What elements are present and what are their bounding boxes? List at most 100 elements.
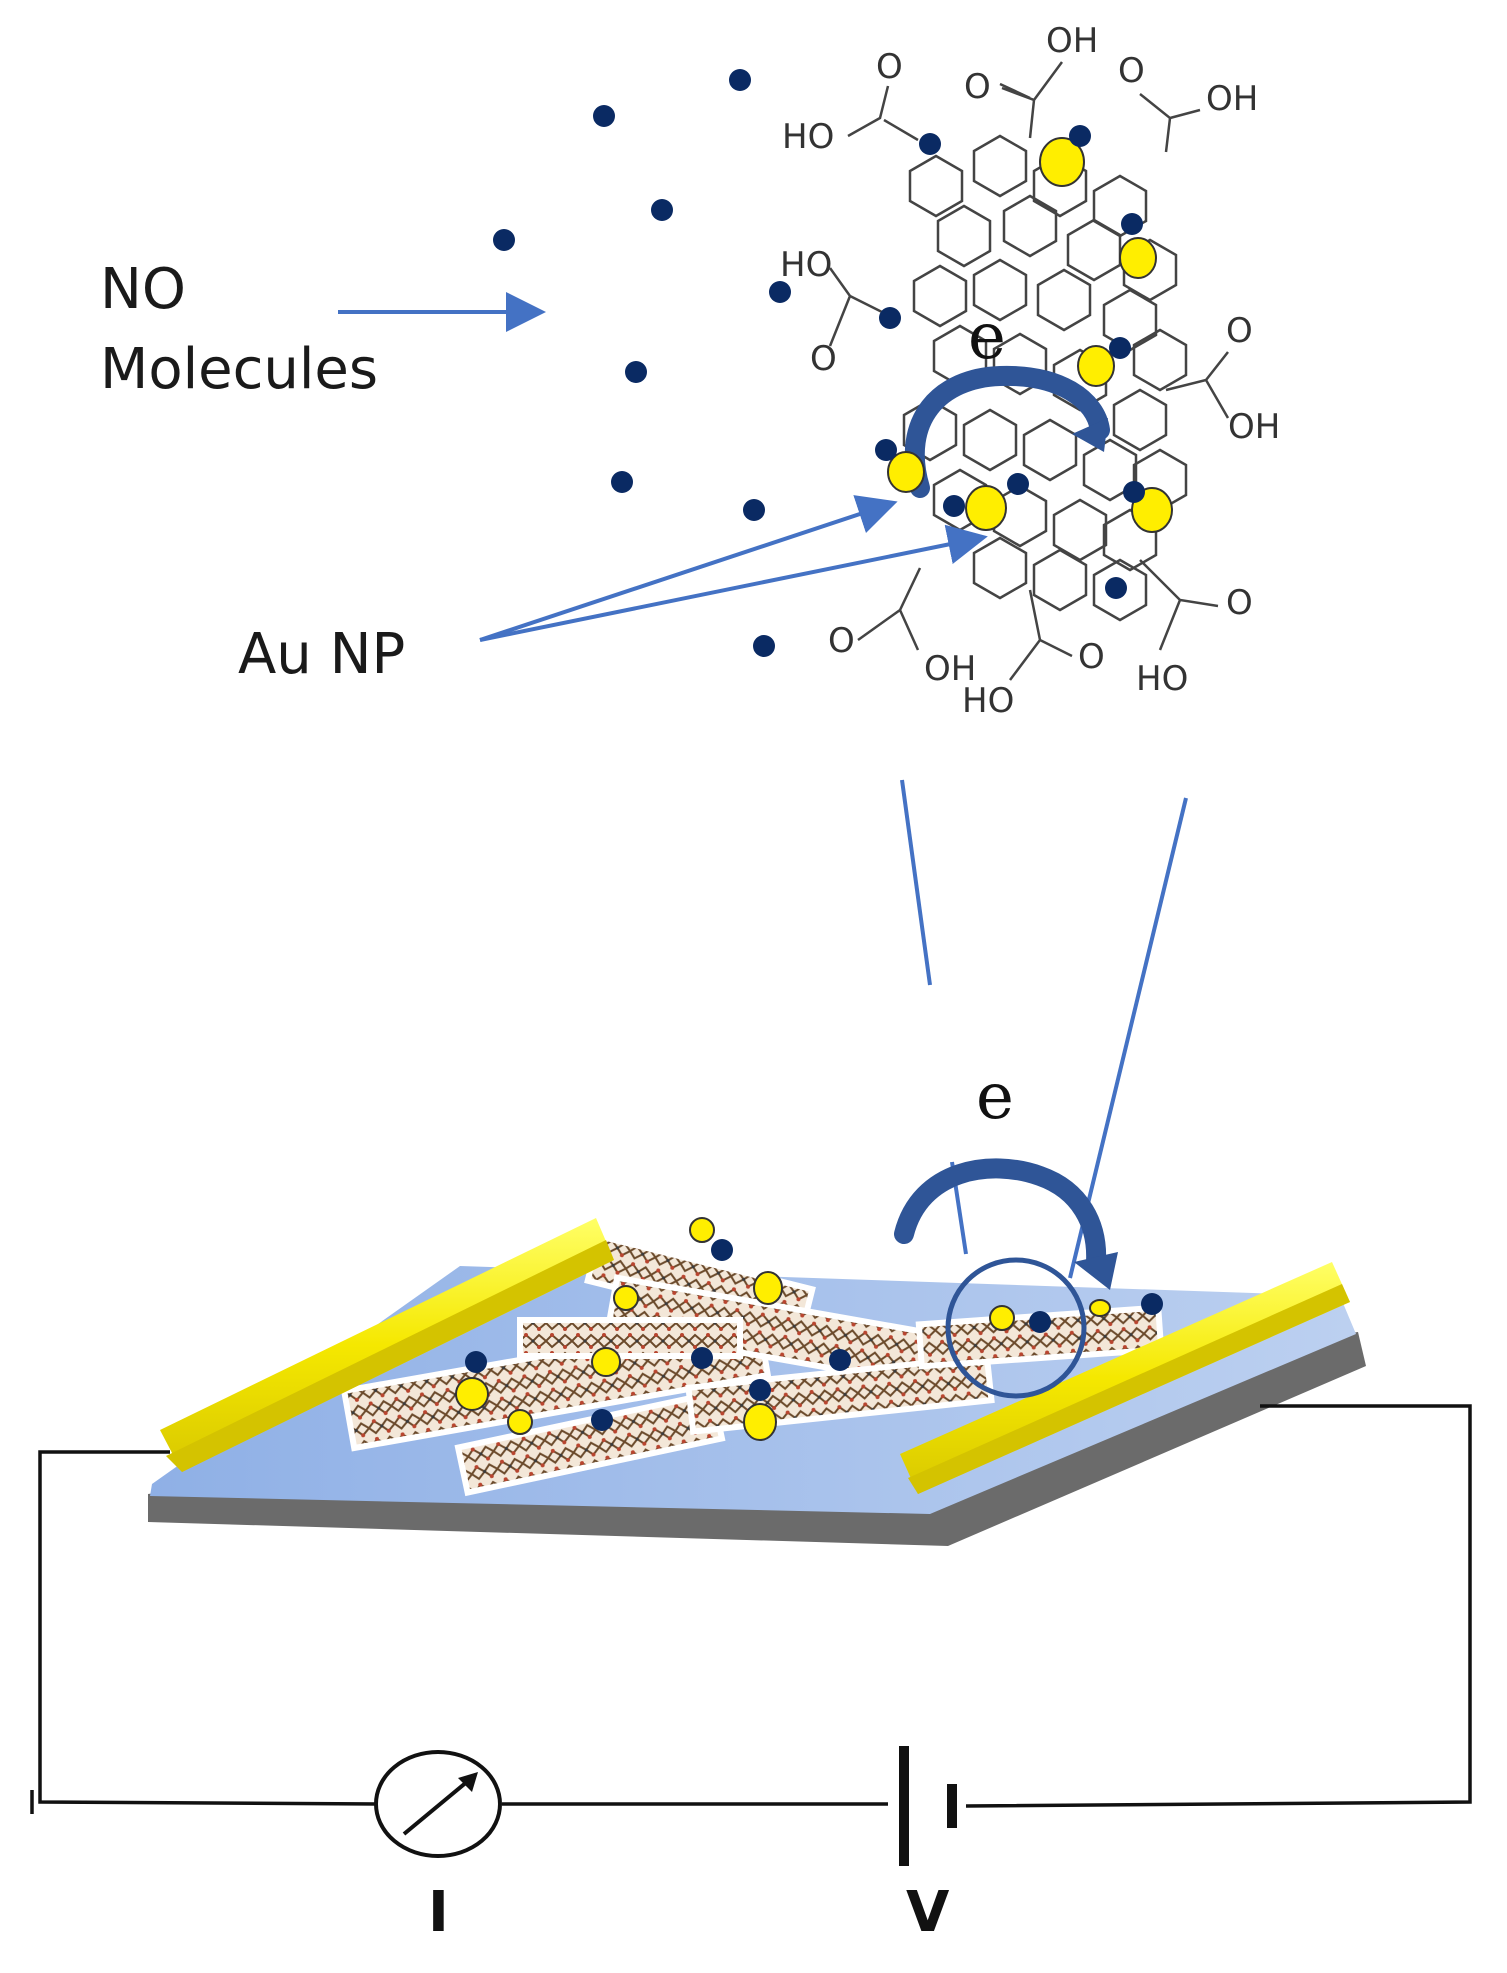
no-molecules xyxy=(493,69,1145,657)
aromatic-ring xyxy=(972,536,1028,600)
no-molecule xyxy=(749,1379,771,1401)
ammeter xyxy=(374,1750,502,1858)
no-molecule xyxy=(1029,1311,1051,1333)
gold-nanoparticle xyxy=(989,1305,1015,1331)
no-molecule xyxy=(593,105,615,127)
aromatic-ring xyxy=(1032,154,1088,218)
group-ml-ho: HO xyxy=(780,245,832,285)
no-molecule xyxy=(1121,213,1143,235)
no-molecule xyxy=(1109,337,1131,359)
circuit xyxy=(30,1404,1472,1814)
no-molecule xyxy=(465,1351,487,1373)
group-tl-ho: HO xyxy=(782,117,834,157)
gold-nanoparticle xyxy=(1089,1299,1111,1317)
no-molecule xyxy=(591,1409,613,1431)
au-np-label: Au NP xyxy=(238,622,406,687)
no-molecule xyxy=(829,1349,851,1371)
aromatic-ring xyxy=(1052,498,1108,562)
no-molecule xyxy=(743,499,765,521)
no-molecule xyxy=(493,229,515,251)
gold-nanoparticle xyxy=(591,1347,621,1377)
wire-right xyxy=(965,1404,1472,1808)
group-tc-o: O xyxy=(964,67,991,107)
gold-nanoparticle xyxy=(613,1285,639,1311)
voltage-label: V xyxy=(906,1880,950,1945)
group-mr-oh: OH xyxy=(1228,407,1280,447)
gold-nanoparticle xyxy=(887,451,925,493)
electron-transfer-arrow-top xyxy=(904,365,1110,498)
no-molecule xyxy=(1069,125,1091,147)
group-tr-oh: OH xyxy=(1206,79,1258,119)
aromatic-ring xyxy=(936,204,992,268)
no-molecule xyxy=(729,69,751,91)
no-molecule xyxy=(943,495,965,517)
gold-nanoparticle xyxy=(689,1217,715,1243)
group-bl-o: O xyxy=(828,621,855,661)
au-np-arrow-2 xyxy=(479,524,988,642)
electron-transfer-arrow-bottom xyxy=(894,1158,1107,1272)
no-molecule xyxy=(1105,577,1127,599)
group-br-ho: HO xyxy=(1136,659,1188,699)
no-molecule xyxy=(711,1239,733,1261)
wire-left xyxy=(38,1450,379,1806)
carbon-nanotube-network xyxy=(340,1232,1165,1497)
aromatic-ring xyxy=(1132,328,1188,392)
carboxyl-bonds xyxy=(828,61,1230,681)
aromatic-ring xyxy=(912,264,968,328)
no-molecule xyxy=(625,361,647,383)
electron-label-bottom: e xyxy=(976,1060,1014,1134)
gold-nanoparticle xyxy=(507,1409,533,1435)
no-molecule xyxy=(879,307,901,329)
no-molecule xyxy=(1141,1293,1163,1315)
group-bl-oh: OH xyxy=(924,649,976,689)
aromatic-ring xyxy=(1032,548,1088,612)
group-bc-o: O xyxy=(1078,637,1105,677)
no-molecule xyxy=(1123,481,1145,503)
gold-nanoparticles-top xyxy=(887,137,1173,533)
aromatic-ring xyxy=(1112,388,1168,452)
aromatic-ring xyxy=(1082,438,1138,502)
no-molecule xyxy=(691,1347,713,1369)
group-tr-o: O xyxy=(1118,51,1145,91)
group-br-o: O xyxy=(1226,583,1253,623)
functional-groups: HO O OH O O OH HO O O OH O OH HO O O HO xyxy=(780,21,1280,721)
aromatic-ring xyxy=(1022,418,1078,482)
gold-nanoparticle xyxy=(455,1377,489,1411)
gold-nanoparticle xyxy=(753,1271,783,1305)
left-electrode xyxy=(160,1218,614,1472)
aromatic-ring xyxy=(902,398,958,462)
aromatic-ring xyxy=(1036,268,1092,332)
aromatic-ring xyxy=(1002,194,1058,258)
zoom-circle xyxy=(945,1257,1087,1399)
current-label: I xyxy=(428,1880,449,1945)
aromatic-ring xyxy=(1092,558,1148,622)
aromatic-ring xyxy=(1066,218,1122,282)
no-molecule xyxy=(769,281,791,303)
gold-nanoparticles-device xyxy=(455,1217,1163,1441)
gold-nanoparticle xyxy=(1039,137,1085,187)
no-molecules-label: NO Molecules xyxy=(100,257,379,402)
au-np-arrow-1 xyxy=(479,495,898,642)
gold-nanoparticle xyxy=(1077,345,1115,387)
aromatic-ring xyxy=(972,134,1028,198)
group-bc-ho: HO xyxy=(962,681,1014,721)
aromatic-ring xyxy=(962,408,1018,472)
group-ml-o: O xyxy=(810,339,837,379)
no-molecule xyxy=(651,199,673,221)
electron-label-top: e xyxy=(968,300,1006,374)
no-molecule xyxy=(753,635,775,657)
aromatic-ring xyxy=(908,154,964,218)
gold-nanoparticle xyxy=(1119,237,1157,279)
aromatic-ring xyxy=(992,332,1048,396)
group-tc-oh: OH xyxy=(1046,21,1098,61)
right-electrode xyxy=(900,1262,1350,1494)
battery xyxy=(899,1746,957,1866)
no-molecule xyxy=(1007,473,1029,495)
gold-nanoparticle xyxy=(743,1403,777,1441)
gold-nanoparticle xyxy=(965,485,1007,531)
sensor-device xyxy=(148,1158,1366,1546)
no-molecule xyxy=(611,471,633,493)
no-molecule xyxy=(919,133,941,155)
no-molecule xyxy=(875,439,897,461)
